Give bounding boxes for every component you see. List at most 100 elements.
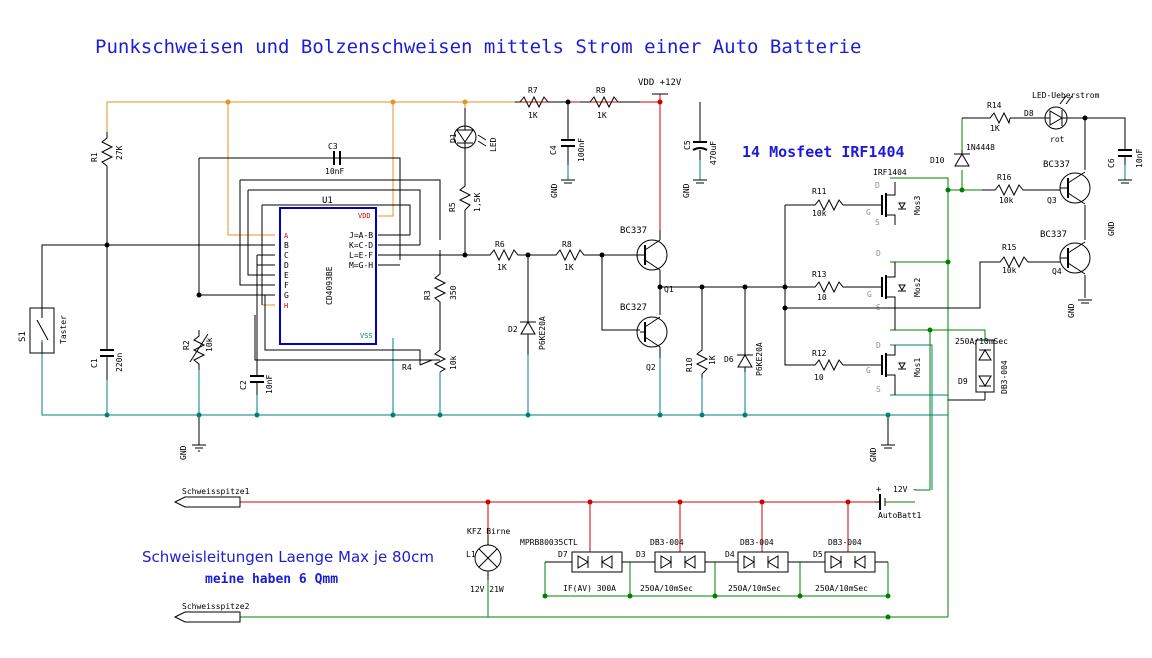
- mos3-ref: Mos3: [913, 196, 922, 215]
- q4-ref: Q4: [1052, 267, 1062, 276]
- r2-ref: R2: [182, 340, 191, 350]
- c2-ref: C2: [239, 380, 248, 390]
- mos2-ref: Mos2: [913, 278, 922, 297]
- vdd-net-orange: [106, 101, 515, 306]
- r16-value: 10k: [999, 196, 1014, 205]
- ic-ref: U1: [322, 196, 333, 206]
- gnd-symbols: GND GND GND GND GND GND: [179, 179, 1132, 462]
- r12-ref: R12: [812, 349, 827, 358]
- r12-value: 10: [814, 373, 824, 382]
- r5-ref: R5: [448, 202, 457, 212]
- ic-pin-f: F: [284, 281, 289, 290]
- c6-ref: C6: [1107, 158, 1116, 168]
- led-d8: LED-Ueberstrom D8 rot: [1024, 91, 1100, 144]
- d5-value: DB3-004: [828, 538, 862, 547]
- r1-ref: R1: [90, 152, 99, 162]
- ic-pin-j: J=A-B: [349, 231, 373, 240]
- mos2-pin-s: S: [876, 303, 881, 312]
- mos3-pin-s: S: [875, 218, 880, 227]
- resistor-r1: R1 27K: [90, 132, 124, 170]
- d10-ref: D10: [930, 156, 945, 165]
- diode-module-d5: DB3-004 D5 250A/10mSec: [800, 538, 888, 593]
- ground-rail: [41, 160, 1126, 490]
- ic-pin-b: B: [284, 241, 289, 250]
- r4-value: 10k: [449, 355, 458, 370]
- d4-title: 250A/10mSec: [728, 584, 781, 593]
- ic-pin-k: K=C-D: [349, 241, 373, 250]
- r1-value: 27K: [115, 145, 124, 160]
- q1-value: BC337: [620, 226, 647, 236]
- d8-ref: D8: [1024, 109, 1034, 118]
- vdd-supply: VDD +12V: [638, 78, 682, 95]
- gnd-label: GND: [1067, 303, 1076, 318]
- ic-pin-d: D: [284, 261, 289, 270]
- weld-tip-1[interactable]: Schweisspitze1: [173, 487, 250, 508]
- mos1-pin-d: D: [876, 341, 881, 350]
- d3-value: DB3-004: [650, 538, 684, 547]
- c6-value: 10nF: [1135, 149, 1144, 168]
- q1-ref: Q1: [664, 285, 674, 294]
- svg-text:+: +: [876, 485, 882, 495]
- mos3-pin-g: G: [866, 208, 871, 217]
- q4-value: BC337: [1040, 230, 1067, 240]
- r8-value: 1K: [564, 263, 574, 272]
- resistor-r11: R11 10k: [805, 187, 850, 218]
- l1-title: KFZ Birne: [467, 527, 511, 536]
- ic-pin-h: H: [284, 302, 288, 310]
- d7-value: MPRB80035CTL: [520, 538, 578, 547]
- mosfet-mos1: Mos1 D G S: [866, 341, 922, 395]
- l1-value: 12V 21W: [470, 585, 504, 594]
- d3-ref: D3: [636, 550, 646, 559]
- c2-value: 10nF: [265, 375, 274, 394]
- d1-ref: D1: [449, 133, 458, 143]
- resistor-r5: R5 1,5K: [448, 180, 482, 212]
- diode-d10: D10 1N4448: [930, 143, 995, 167]
- resistor-r3: R3 350: [423, 268, 458, 312]
- ic-name: CD4093BE: [325, 266, 334, 305]
- ic-pin-m: M=G-H: [349, 261, 373, 270]
- ic-vdd-pin: VDD: [358, 212, 371, 220]
- d6-value: P6KE20A: [755, 342, 764, 376]
- switch-s1[interactable]: S1 Taster: [18, 307, 68, 354]
- weld-tip-2[interactable]: Schweisspitze2: [173, 602, 250, 623]
- ic-vss-pin: VSS: [360, 332, 373, 340]
- gnd-label: GND: [869, 447, 878, 462]
- q3-ref: Q3: [1047, 196, 1057, 205]
- r13-ref: R13: [812, 270, 827, 279]
- capacitor-c5: C5 470uF: [683, 132, 718, 165]
- d6-ref: D6: [724, 355, 734, 364]
- r14-ref: R14: [987, 101, 1002, 110]
- r11-ref: R11: [812, 187, 827, 196]
- r3-value: 350: [449, 285, 458, 300]
- resistor-r4: R4 10k: [402, 345, 458, 373]
- r6-ref: R6: [495, 240, 505, 249]
- s1-ref: S1: [18, 331, 28, 342]
- mos2-pin-g: G: [867, 290, 872, 299]
- mosfet-mos2: Mos2 D G S: [867, 249, 922, 330]
- r16-ref: R16: [997, 173, 1012, 182]
- mos1-ref: Mos1: [913, 358, 922, 377]
- ic-pin-e: E: [284, 271, 289, 280]
- mos1-pin-g: G: [866, 366, 871, 375]
- ic-u1: U1 CD4093BE VDD VSS A B C D E F G H J=A-…: [279, 196, 377, 345]
- green-wires: [240, 118, 986, 618]
- d1-value: LED: [489, 137, 498, 152]
- r9-ref: R9: [596, 86, 606, 95]
- d8-value: rot: [1050, 135, 1065, 144]
- transistor-q4: BC337 Q4: [1040, 230, 1091, 276]
- q2-value: BC327: [620, 303, 647, 313]
- d5-ref: D5: [813, 550, 823, 559]
- r14-value: 1K: [990, 124, 1000, 133]
- d5-title: 250A/10mSec: [815, 584, 868, 593]
- d2-ref: D2: [508, 325, 518, 334]
- capacitor-c2: C2 10nF: [239, 365, 274, 395]
- r13-value: 10: [817, 293, 827, 302]
- d10-value: 1N4448: [966, 143, 995, 152]
- diode-module-d7: MPRB80035CTL D7 IF(AV) 300A: [520, 538, 630, 593]
- capacitor-c6: C6 10nF: [1107, 140, 1144, 168]
- diode-module-d3: DB3-004 D3 250A/10mSec: [630, 538, 715, 593]
- s1-value: Taster: [59, 315, 68, 344]
- c4-value: 100nF: [577, 138, 586, 162]
- battery-value: 12V: [893, 485, 908, 494]
